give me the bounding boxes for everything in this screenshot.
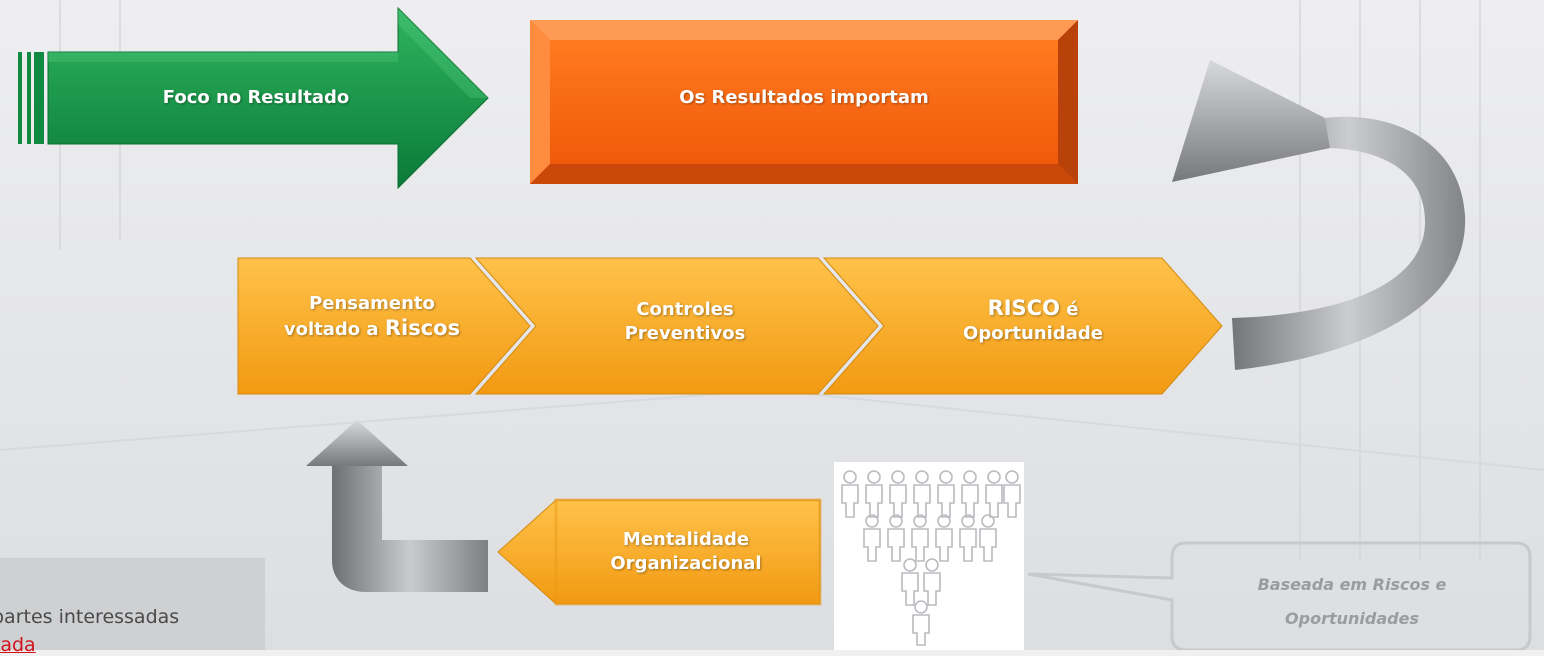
note-line2-link[interactable]: ekada	[0, 634, 36, 656]
people-panel	[834, 462, 1024, 650]
callout-line2: Oportunidades	[1285, 609, 1419, 628]
preventive-controls-line2: Preventivos	[624, 323, 746, 344]
note-line1: partes interessadas	[0, 606, 180, 628]
risk-thinking-prefix: voltado a	[283, 319, 385, 340]
person-icon-row4	[912, 600, 930, 646]
person-icon-row1	[841, 470, 1021, 518]
green-arrow	[18, 6, 489, 190]
risk-opportunity-emph: RISCO	[987, 296, 1060, 320]
focus-result-label: Foco no Resultado	[162, 87, 350, 108]
callout-line1: Baseada em Riscos e	[1257, 575, 1447, 594]
mindset-label: Mentalidade Organizacional	[556, 528, 816, 576]
risk-opportunity-line2: Oportunidade	[963, 323, 1103, 344]
callout-text: Baseada em Riscos e Oportunidades	[1176, 568, 1528, 636]
risk-opportunity-line1: RISCO é	[888, 296, 1178, 322]
results-box	[530, 20, 1078, 184]
preventive-controls-label: Controles Preventivos	[540, 298, 830, 346]
risk-thinking-line1: Pensamento	[309, 293, 435, 314]
person-icon-row3	[901, 558, 941, 606]
risk-opportunity-suffix: é	[1059, 299, 1079, 320]
risk-thinking-label: Pensamento voltado a Riscos	[238, 292, 506, 342]
gray-up-arrow	[306, 420, 488, 592]
risk-thinking-emph: Riscos	[384, 316, 461, 340]
risk-opportunity-label: RISCO é Oportunidade	[888, 296, 1178, 346]
gray-cycle-arrow	[1172, 60, 1466, 371]
chevron-row	[237, 257, 1223, 395]
preventive-controls-line1: Controles	[636, 299, 734, 320]
results-matter-label: Os Resultados importam	[679, 87, 929, 108]
person-icon-row2	[863, 514, 997, 562]
mindset-line2: Organizacional	[610, 553, 762, 574]
note-box	[0, 558, 265, 650]
risk-thinking-line2: voltado a Riscos	[238, 316, 506, 342]
mindset-shape	[497, 498, 822, 606]
mindset-line1: Mentalidade	[622, 529, 750, 550]
